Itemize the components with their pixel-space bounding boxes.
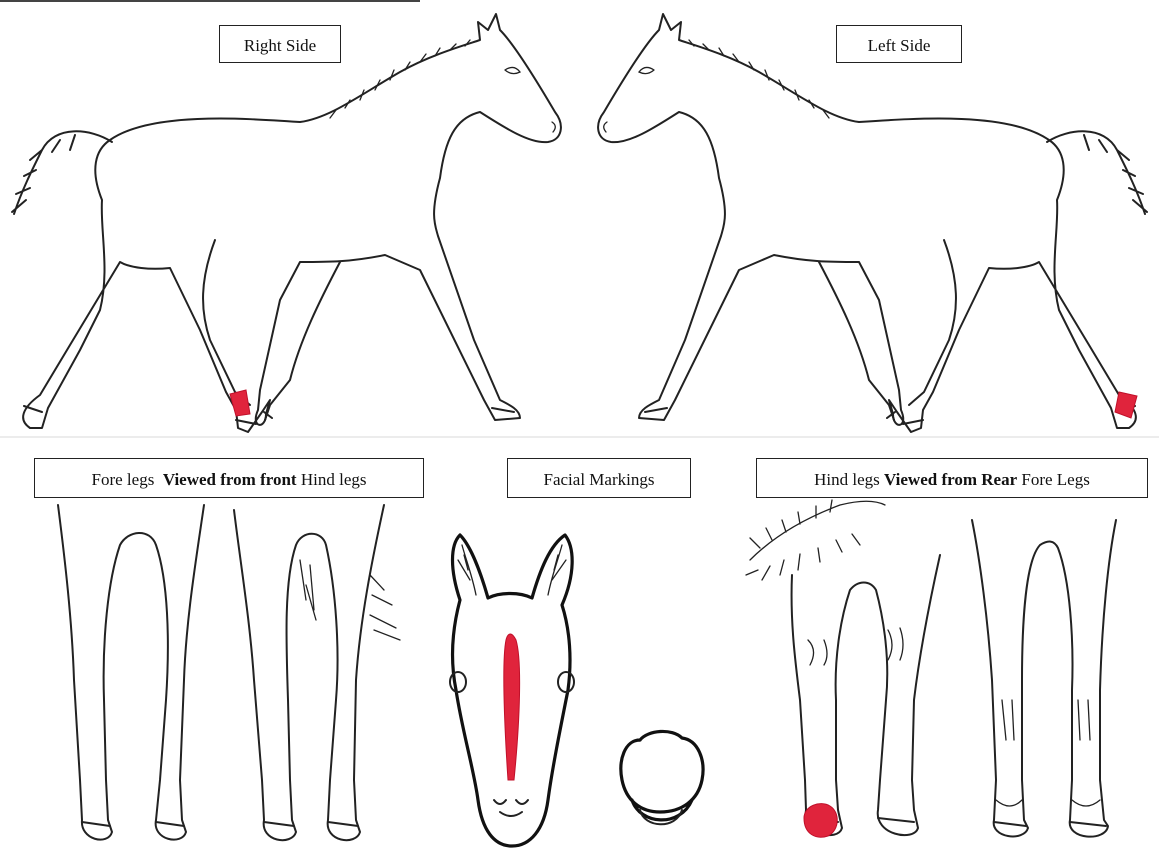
face-eye-left xyxy=(450,672,466,692)
rear-fore-leg-details xyxy=(996,700,1100,806)
facial-markings-label: Facial Markings xyxy=(507,458,691,498)
rear-view-label-right: Fore Legs xyxy=(1021,470,1089,489)
front-fore-hooves xyxy=(82,822,184,826)
right-side-label-text: Right Side xyxy=(244,36,316,55)
rear-view-label: Hind legs Viewed from Rear Fore Legs xyxy=(756,458,1148,498)
left-side-mane xyxy=(689,40,829,118)
front-view-tail xyxy=(300,560,400,640)
facial-stripe-marking xyxy=(504,634,520,780)
left-side-label-text: Left Side xyxy=(868,36,931,55)
rear-hock-details xyxy=(808,628,903,665)
rear-view-label-left: Hind legs xyxy=(814,470,880,489)
left-side-nostril xyxy=(604,122,607,132)
face-eye-right xyxy=(558,672,574,692)
face-nostrils xyxy=(494,800,528,816)
facial-markings-label-text: Facial Markings xyxy=(544,470,655,489)
front-hind-legs xyxy=(234,505,384,840)
rear-hooves xyxy=(806,818,1106,826)
rear-view-legs xyxy=(746,500,1116,837)
left-side-inner-fore-leg xyxy=(819,262,894,420)
front-fore-leg-left xyxy=(58,505,204,840)
right-side-tail xyxy=(12,131,112,214)
front-hind-hooves xyxy=(264,822,358,826)
rear-view-tail xyxy=(746,500,885,580)
left-side-horse xyxy=(598,14,1147,432)
right-side-inner-fore-leg xyxy=(265,262,340,420)
left-side-inner-hind-leg xyxy=(909,240,956,405)
facial-markings-drawing xyxy=(450,535,703,846)
right-side-mane xyxy=(330,40,470,118)
right-side-label: Right Side xyxy=(219,25,341,63)
front-view-label: Fore legs Viewed from front Hind legs xyxy=(34,458,424,498)
rear-view-label-bold: Viewed from Rear xyxy=(884,470,1017,489)
rear-hind-legs xyxy=(792,555,940,835)
rear-fore-legs xyxy=(972,520,1116,837)
right-side-leg-marking xyxy=(230,390,250,416)
left-side-eye xyxy=(639,67,654,73)
muzzle-view xyxy=(621,731,703,819)
right-side-horse xyxy=(12,14,561,432)
right-side-nostril xyxy=(552,122,555,132)
rear-view-leg-marking xyxy=(804,804,837,838)
right-side-eye xyxy=(505,67,520,73)
left-side-leg-marking xyxy=(1115,392,1137,418)
left-side-label: Left Side xyxy=(836,25,962,63)
front-view-label-left: Fore legs xyxy=(92,470,155,489)
front-view-legs xyxy=(58,505,400,840)
front-view-label-right: Hind legs xyxy=(301,470,367,489)
left-side-tail xyxy=(1047,131,1147,214)
front-view-label-bold: Viewed from front xyxy=(163,470,297,489)
right-side-inner-hind-leg xyxy=(203,240,250,405)
